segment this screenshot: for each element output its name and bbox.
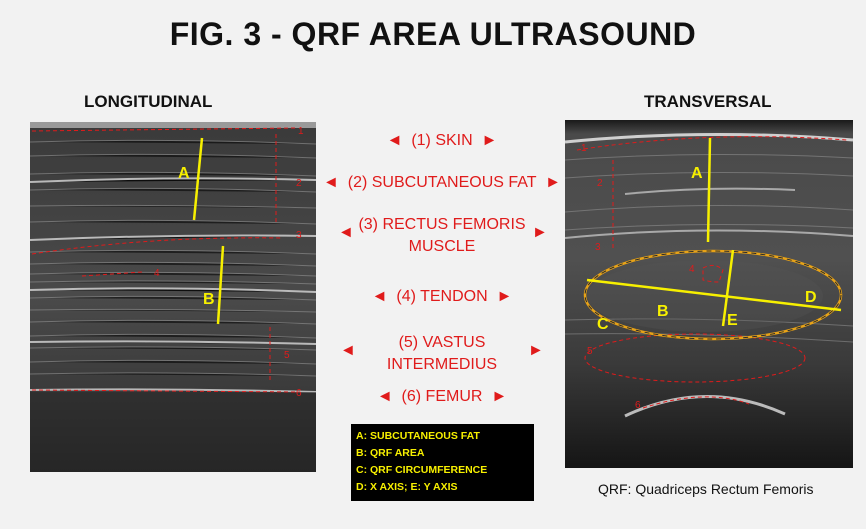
marker-c: C xyxy=(597,316,609,333)
number-4: 4 xyxy=(689,264,695,275)
number-3: 3 xyxy=(595,242,601,253)
marker-a: A xyxy=(178,165,190,182)
label-tendon: ◄ (4) TENDON ► xyxy=(318,286,566,308)
number-1: 1 xyxy=(298,126,304,137)
figure-title: FIG. 3 - QRF AREA ULTRASOUND xyxy=(0,16,866,53)
arrow-left-icon: ◄ xyxy=(338,224,354,242)
legend-item-c: C: QRF CIRCUMFERENCE xyxy=(356,462,534,479)
legend-item-d: D: X AXIS; E: Y AXIS xyxy=(356,479,534,496)
number-6: 6 xyxy=(635,400,641,411)
number-2: 2 xyxy=(296,178,302,189)
transversal-view-label: TRANSVERSAL xyxy=(644,92,772,112)
number-5: 5 xyxy=(284,350,290,361)
marker-a: A xyxy=(691,165,703,182)
arrow-left-icon: ◄ xyxy=(340,342,356,360)
label-rectus-femoris: (3) RECTUS FEMORIS MUSCLE xyxy=(318,214,566,258)
number-5: 5 xyxy=(587,346,593,357)
marker-b: B xyxy=(203,291,215,308)
label-skin: ◄ (1) SKIN ► xyxy=(318,130,566,152)
arrow-right-icon: ► xyxy=(532,224,548,242)
measurement-legend: A: SUBCUTANEOUS FAT B: QRF AREA C: QRF C… xyxy=(351,424,534,501)
marker-b: B xyxy=(657,303,669,320)
longitudinal-view-label: LONGITUDINAL xyxy=(84,92,212,112)
marker-d: D xyxy=(805,289,817,306)
number-1: 1 xyxy=(581,143,587,154)
longitudinal-ultrasound-image: A B 1 2 3 4 5 6 xyxy=(30,122,316,472)
number-2: 2 xyxy=(597,178,603,189)
number-6: 6 xyxy=(296,388,302,399)
label-subcutaneous-fat: ◄ (2) SUBCUTANEOUS FAT ► xyxy=(318,172,566,194)
transversal-ultrasound-image: A B C D E 1 2 3 4 5 6 xyxy=(565,120,853,468)
legend-item-a: A: SUBCUTANEOUS FAT xyxy=(356,428,534,445)
abbreviation-footnote: QRF: Quadriceps Rectum Femoris xyxy=(598,481,814,497)
number-4: 4 xyxy=(154,268,160,279)
number-3: 3 xyxy=(296,230,302,241)
arrow-right-icon: ► xyxy=(528,342,544,360)
marker-e: E xyxy=(727,312,738,329)
label-femur: ◄ (6) FEMUR ► xyxy=(318,386,566,408)
legend-item-b: B: QRF AREA xyxy=(356,445,534,462)
